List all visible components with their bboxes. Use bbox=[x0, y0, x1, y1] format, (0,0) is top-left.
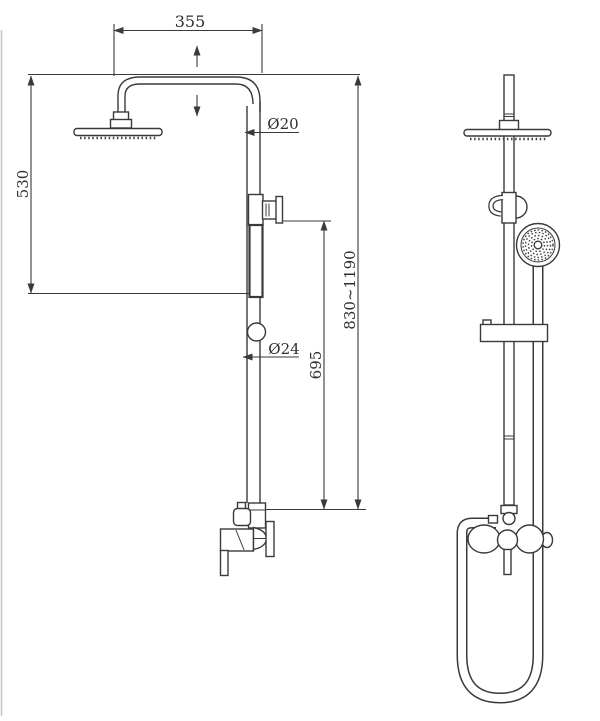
soap-dish-bracket bbox=[479, 319, 549, 343]
slider-ring bbox=[246, 322, 267, 342]
label-pipe-diameter: Ø20 bbox=[267, 115, 298, 133]
arm-nut bbox=[498, 119, 520, 131]
mixer-hub bbox=[496, 529, 519, 551]
dimension-annotations: 355 530 695 830~1190 Ø20 Ø24 bbox=[14, 12, 366, 511]
mixer-valve-front bbox=[467, 514, 554, 576]
dimension-height-range: 830~1190 bbox=[341, 75, 362, 510]
wall-bracket-side bbox=[247, 193, 284, 226]
dimension-355: 355 bbox=[113, 12, 263, 34]
head-connector bbox=[109, 111, 133, 129]
label-slider-diameter: Ø24 bbox=[268, 340, 299, 358]
hand-shower-hose bbox=[456, 262, 544, 704]
left-lobe bbox=[467, 524, 501, 554]
dimension-695: 695 bbox=[307, 220, 328, 510]
hand-shower bbox=[515, 222, 561, 268]
mixer-lever-side bbox=[219, 549, 229, 577]
rain-shower-head-side bbox=[73, 127, 163, 140]
side-view bbox=[73, 76, 284, 577]
shower-holder bbox=[488, 191, 528, 224]
escutcheon-plate bbox=[265, 520, 275, 558]
hose-connector bbox=[487, 514, 499, 524]
riser-pipe-side bbox=[246, 101, 261, 503]
pipe-joints bbox=[504, 113, 514, 440]
rain-shower-head-front bbox=[463, 128, 552, 141]
shower-arm bbox=[117, 76, 261, 113]
hand-shower-center bbox=[533, 240, 543, 250]
callout-pipe-diameter: Ø20 bbox=[244, 115, 299, 136]
diverter-valve-side bbox=[232, 501, 267, 529]
mixer-valve-side bbox=[219, 520, 275, 577]
callout-slider-diameter: Ø24 bbox=[242, 340, 300, 361]
front-view bbox=[456, 74, 561, 704]
diverter-valve-front bbox=[500, 504, 518, 526]
dimension-label-height-range: 830~1190 bbox=[341, 250, 359, 329]
dimension-label-530: 530 bbox=[14, 170, 32, 199]
slide-rail bbox=[248, 223, 264, 299]
dimension-label-355: 355 bbox=[175, 12, 206, 31]
right-lobe bbox=[514, 524, 545, 554]
dimension-label-695: 695 bbox=[307, 351, 325, 380]
mixer-lever-front bbox=[503, 548, 512, 576]
dimension-530: 530 bbox=[14, 75, 35, 294]
